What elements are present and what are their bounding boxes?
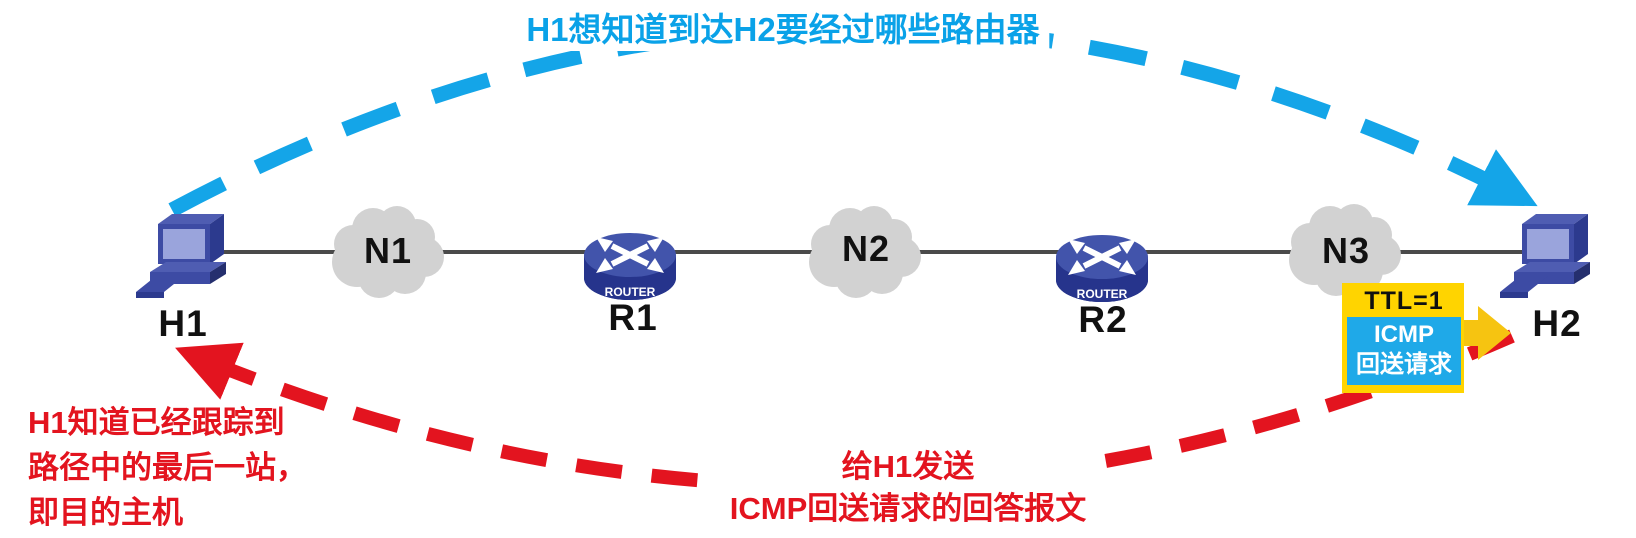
router-r2-icon: ROUTER (1056, 235, 1148, 302)
annotation-traceroute-question: H1想知道到达H2要经过哪些路由器 (516, 3, 1050, 51)
host-h1-label: H1 (158, 303, 208, 344)
annotation-h1-conclusion: H1知道已经跟踪到 路径中的最后一站， 即目的主机 (28, 400, 307, 535)
annotation-h1-conclusion-line1: H1知道已经跟踪到 (28, 405, 285, 440)
packet-direction-arrow-icon (1454, 306, 1511, 360)
router-r2-label: R2 (1078, 299, 1128, 340)
packet-box: TTL=1 ICMP 回送请求 (1342, 283, 1464, 393)
annotation-h1-conclusion-line3: 即目的主机 (28, 495, 183, 530)
annotation-echo-reply-line1: 给H1发送 (841, 449, 975, 484)
router-r1-icon: ROUTER (584, 233, 676, 300)
red-dashed-arc-h2-to-h1 (175, 329, 1515, 493)
annotation-h1-conclusion-line2: 路径中的最后一站， (28, 450, 307, 485)
packet-ttl-label: TTL=1 (1364, 287, 1444, 315)
router-r1-badge: ROUTER (605, 285, 656, 299)
cloud-n1-label: N1 (363, 230, 413, 271)
cloud-n3-label: N3 (1321, 230, 1371, 271)
packet-icmp-box: ICMP 回送请求 (1347, 317, 1461, 385)
blue-dashed-arc-h1-to-h2 (168, 18, 1538, 217)
cloud-n2-label: N2 (841, 228, 891, 269)
packet-icmp-line1: ICMP (1374, 321, 1434, 348)
annotation-echo-reply: 给H1发送 ICMP回送请求的回答报文 (719, 446, 1097, 530)
packet-icmp-line2: 回送请求 (1356, 351, 1452, 378)
host-h1-icon (136, 214, 226, 298)
router-r1-label: R1 (608, 297, 658, 338)
host-h2-label: H2 (1532, 303, 1582, 344)
host-h2-icon (1500, 214, 1590, 298)
annotation-echo-reply-line2: ICMP回送请求的回答报文 (729, 491, 1087, 526)
router-r2-badge: ROUTER (1077, 287, 1128, 301)
